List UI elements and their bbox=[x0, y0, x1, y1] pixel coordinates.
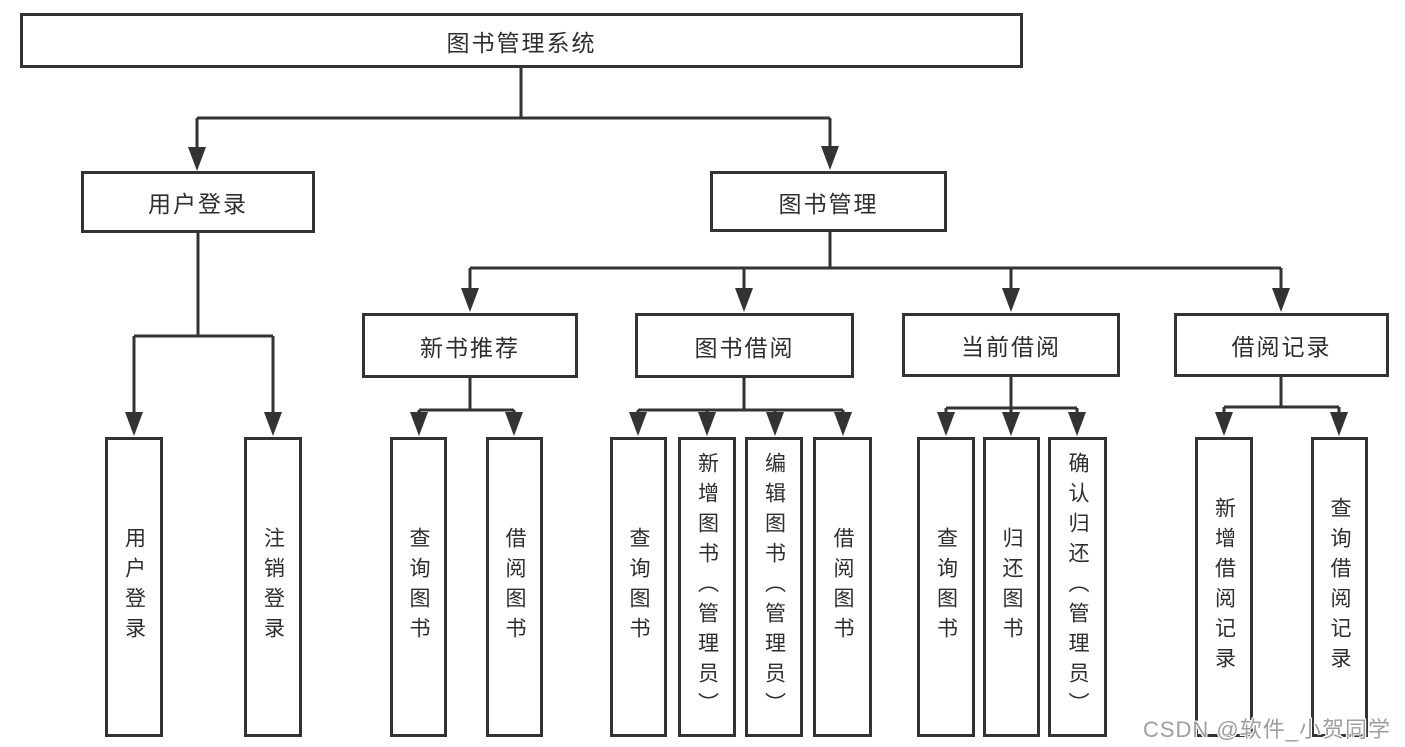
leaf-logout-label: 注销登录 bbox=[261, 527, 285, 647]
leaf-borrow-borrow-book-label: 借阅图书 bbox=[831, 527, 855, 647]
leaf-borrow-add-book-label: 新增图书（管理员） bbox=[695, 452, 719, 722]
leaf-record-add-record-label: 新增借阅记录 bbox=[1212, 497, 1236, 677]
connector-book-management-to-level3 bbox=[461, 232, 1290, 312]
leaf-borrow-edit-book: 编辑图书（管理员） bbox=[745, 437, 803, 737]
connector-new-book-recommend-to-leaves bbox=[410, 378, 523, 436]
node-borrow-record: 借阅记录 bbox=[1174, 313, 1389, 377]
node-book-borrow: 图书借阅 bbox=[635, 313, 854, 378]
connector-user-login-to-leaves bbox=[125, 233, 282, 436]
node-current-borrow: 当前借阅 bbox=[902, 313, 1120, 377]
node-root: 图书管理系统 bbox=[20, 13, 1023, 68]
node-new-book-recommend: 新书推荐 bbox=[362, 313, 578, 378]
node-user-login: 用户登录 bbox=[81, 171, 315, 233]
node-book-management: 图书管理 bbox=[710, 171, 947, 232]
leaf-borrow-edit-book-label: 编辑图书（管理员） bbox=[762, 452, 786, 722]
leaf-borrow-query-book: 查询图书 bbox=[610, 437, 667, 737]
leaf-newbook-borrow-book-label: 借阅图书 bbox=[503, 527, 527, 647]
connector-root-to-level2 bbox=[188, 68, 839, 171]
leaf-current-query-book-label: 查询图书 bbox=[934, 527, 958, 647]
leaf-newbook-query-book-label: 查询图书 bbox=[407, 527, 431, 647]
connector-book-borrow-to-leaves bbox=[629, 378, 852, 436]
leaf-current-confirm-return-label: 确认归还（管理员） bbox=[1066, 452, 1090, 722]
leaf-current-query-book: 查询图书 bbox=[917, 437, 975, 737]
leaf-current-return-book: 归还图书 bbox=[983, 437, 1040, 737]
leaf-record-query-record-label: 查询借阅记录 bbox=[1328, 497, 1352, 677]
leaf-user-login: 用户登录 bbox=[105, 437, 163, 737]
leaf-borrow-add-book: 新增图书（管理员） bbox=[678, 437, 736, 737]
leaf-logout: 注销登录 bbox=[244, 437, 302, 737]
connector-current-borrow-to-leaves bbox=[937, 377, 1086, 436]
leaf-newbook-borrow-book: 借阅图书 bbox=[486, 437, 543, 737]
leaf-user-login-label: 用户登录 bbox=[122, 527, 146, 647]
leaf-current-return-book-label: 归还图书 bbox=[1000, 527, 1024, 647]
connector-borrow-record-to-leaves bbox=[1215, 377, 1348, 436]
watermark: CSDN @软件_小贺同学 bbox=[1142, 717, 1391, 742]
leaf-current-confirm-return: 确认归还（管理员） bbox=[1048, 437, 1107, 737]
leaf-record-add-record: 新增借阅记录 bbox=[1195, 437, 1253, 737]
leaf-borrow-borrow-book: 借阅图书 bbox=[813, 437, 872, 737]
leaf-record-query-record: 查询借阅记录 bbox=[1311, 437, 1368, 737]
leaf-borrow-query-book-label: 查询图书 bbox=[627, 527, 651, 647]
leaf-newbook-query-book: 查询图书 bbox=[390, 437, 447, 737]
